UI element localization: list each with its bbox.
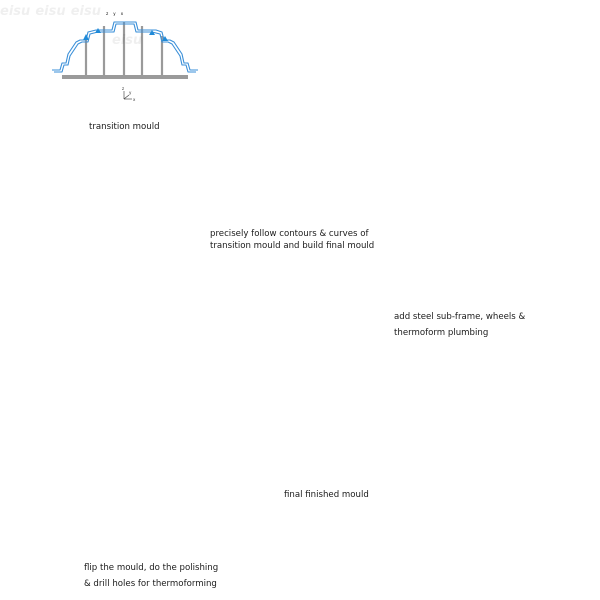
watermark: eisu [112, 33, 142, 48]
wheel-icon: z y x [106, 0, 123, 19]
caption-follow-line1: precisely follow contours & curves of [210, 229, 369, 239]
wheel-icon: z y x [106, 0, 123, 19]
transition-mould-step: eisu z y x [51, 21, 199, 102]
follow-contour-step-a: eisu [0, 4, 31, 19]
svg-text:y: y [129, 90, 132, 95]
caption-steel-line1: add steel sub-frame, wheels & [394, 312, 526, 322]
caption-transition: transition mould [89, 122, 160, 132]
caption-follow-line2: transition mould and build final mould [210, 241, 375, 251]
svg-text:x: x [133, 97, 136, 102]
base-plate [62, 75, 188, 79]
final-mould-profile: eisu [70, 4, 101, 19]
axis-glyph: z y x [106, 11, 124, 16]
blue-direction-arrows [83, 28, 168, 41]
svg-text:z: z [122, 86, 124, 91]
caption-flip-line2: & drill holes for thermoforming [84, 579, 217, 589]
caption-steel-line2: thermoform plumbing [394, 328, 489, 338]
axis-glyph: z y x [122, 86, 136, 102]
follow-contour-step-b: eisu [35, 4, 66, 19]
caption-final: final finished mould [284, 490, 369, 500]
caption-flip-line1: flip the mould, do the polishing [84, 563, 219, 573]
final-finished-mould: z y x [106, 0, 123, 19]
